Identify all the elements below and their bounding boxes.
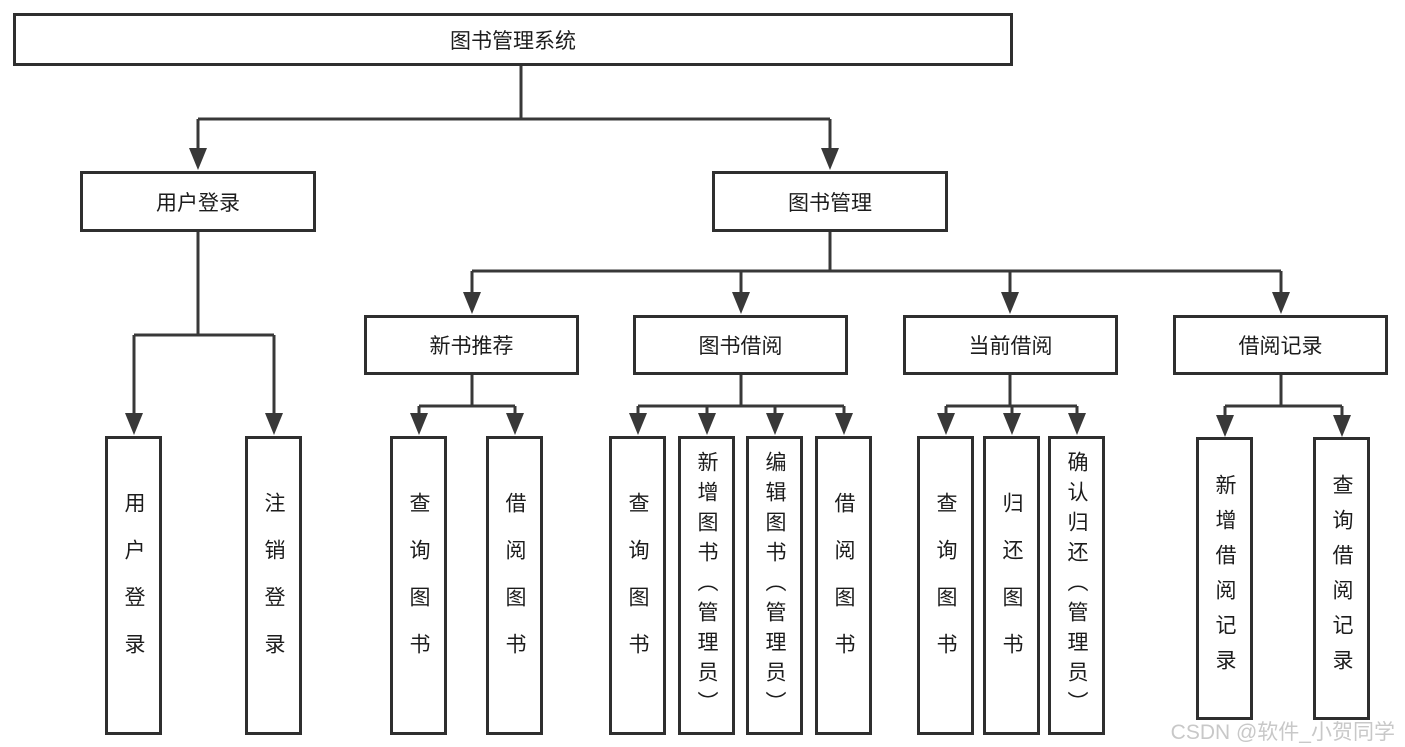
node-current-borrow: 当前借阅 xyxy=(903,315,1118,375)
node-book-management: 图书管理 xyxy=(712,171,948,232)
leaf-query-books-borrow-label: 查询图书 xyxy=(626,491,649,680)
leaf-user-login: 用户登录 xyxy=(105,436,162,735)
connector-current-borrow-to-leaves xyxy=(937,375,1086,435)
connector-user-login-to-leaves xyxy=(125,232,283,435)
connector-borrow-records-to-leaves xyxy=(1216,375,1351,437)
node-current-borrow-label: 当前借阅 xyxy=(968,335,1053,358)
node-borrow-records: 借阅记录 xyxy=(1173,315,1388,375)
leaf-query-books-borrow: 查询图书 xyxy=(609,436,666,735)
connector-book-management-to-level3 xyxy=(463,232,1290,314)
node-user-login: 用户登录 xyxy=(80,171,316,232)
leaf-query-books-recommend-label: 查询图书 xyxy=(407,491,430,680)
node-book-borrow-label: 图书借阅 xyxy=(698,335,783,358)
csdn-watermark: CSDN @软件_小贺同学 xyxy=(1170,721,1395,744)
root-node-label: 图书管理系统 xyxy=(450,29,576,53)
node-book-management-label: 图书管理 xyxy=(788,191,872,215)
leaf-return-books-label: 归还图书 xyxy=(1000,491,1023,680)
root-node-library-system: 图书管理系统 xyxy=(13,13,1013,66)
leaf-borrow-books: 借阅图书 xyxy=(815,436,872,735)
connector-new-book-recommend-to-leaves xyxy=(410,375,524,435)
leaf-add-books-admin: 新增图书（管理员） xyxy=(678,436,735,735)
leaf-confirm-return-admin-label: 确认归还（管理员） xyxy=(1065,450,1088,721)
node-book-borrow: 图书借阅 xyxy=(633,315,848,375)
node-new-book-recommend: 新书推荐 xyxy=(364,315,579,375)
leaf-borrow-books-recommend-label: 借阅图书 xyxy=(503,491,526,680)
connector-book-borrow-to-leaves xyxy=(629,375,853,435)
node-new-book-recommend-label: 新书推荐 xyxy=(429,335,514,358)
leaf-confirm-return-admin: 确认归还（管理员） xyxy=(1048,436,1105,735)
leaf-borrow-books-recommend: 借阅图书 xyxy=(486,436,543,735)
leaf-edit-books-admin: 编辑图书（管理员） xyxy=(746,436,803,735)
leaf-query-books-current: 查询图书 xyxy=(917,436,974,735)
leaf-query-books-recommend: 查询图书 xyxy=(390,436,447,735)
leaf-query-borrow-record: 查询借阅记录 xyxy=(1313,437,1370,720)
leaf-return-books: 归还图书 xyxy=(983,436,1040,735)
leaf-logout-label: 注销登录 xyxy=(262,491,285,680)
leaf-add-borrow-record: 新增借阅记录 xyxy=(1196,437,1253,720)
leaf-query-borrow-record-label: 查询借阅记录 xyxy=(1330,473,1353,684)
leaf-logout: 注销登录 xyxy=(245,436,302,735)
leaf-add-books-admin-label: 新增图书（管理员） xyxy=(695,450,718,721)
leaf-user-login-label: 用户登录 xyxy=(122,491,145,680)
leaf-query-books-current-label: 查询图书 xyxy=(934,491,957,680)
node-user-login-label: 用户登录 xyxy=(156,191,240,215)
leaf-borrow-books-label: 借阅图书 xyxy=(832,491,855,680)
leaf-add-borrow-record-label: 新增借阅记录 xyxy=(1213,473,1236,684)
node-borrow-records-label: 借阅记录 xyxy=(1238,335,1323,358)
leaf-edit-books-admin-label: 编辑图书（管理员） xyxy=(763,450,786,721)
connector-root-to-level2 xyxy=(189,66,839,170)
